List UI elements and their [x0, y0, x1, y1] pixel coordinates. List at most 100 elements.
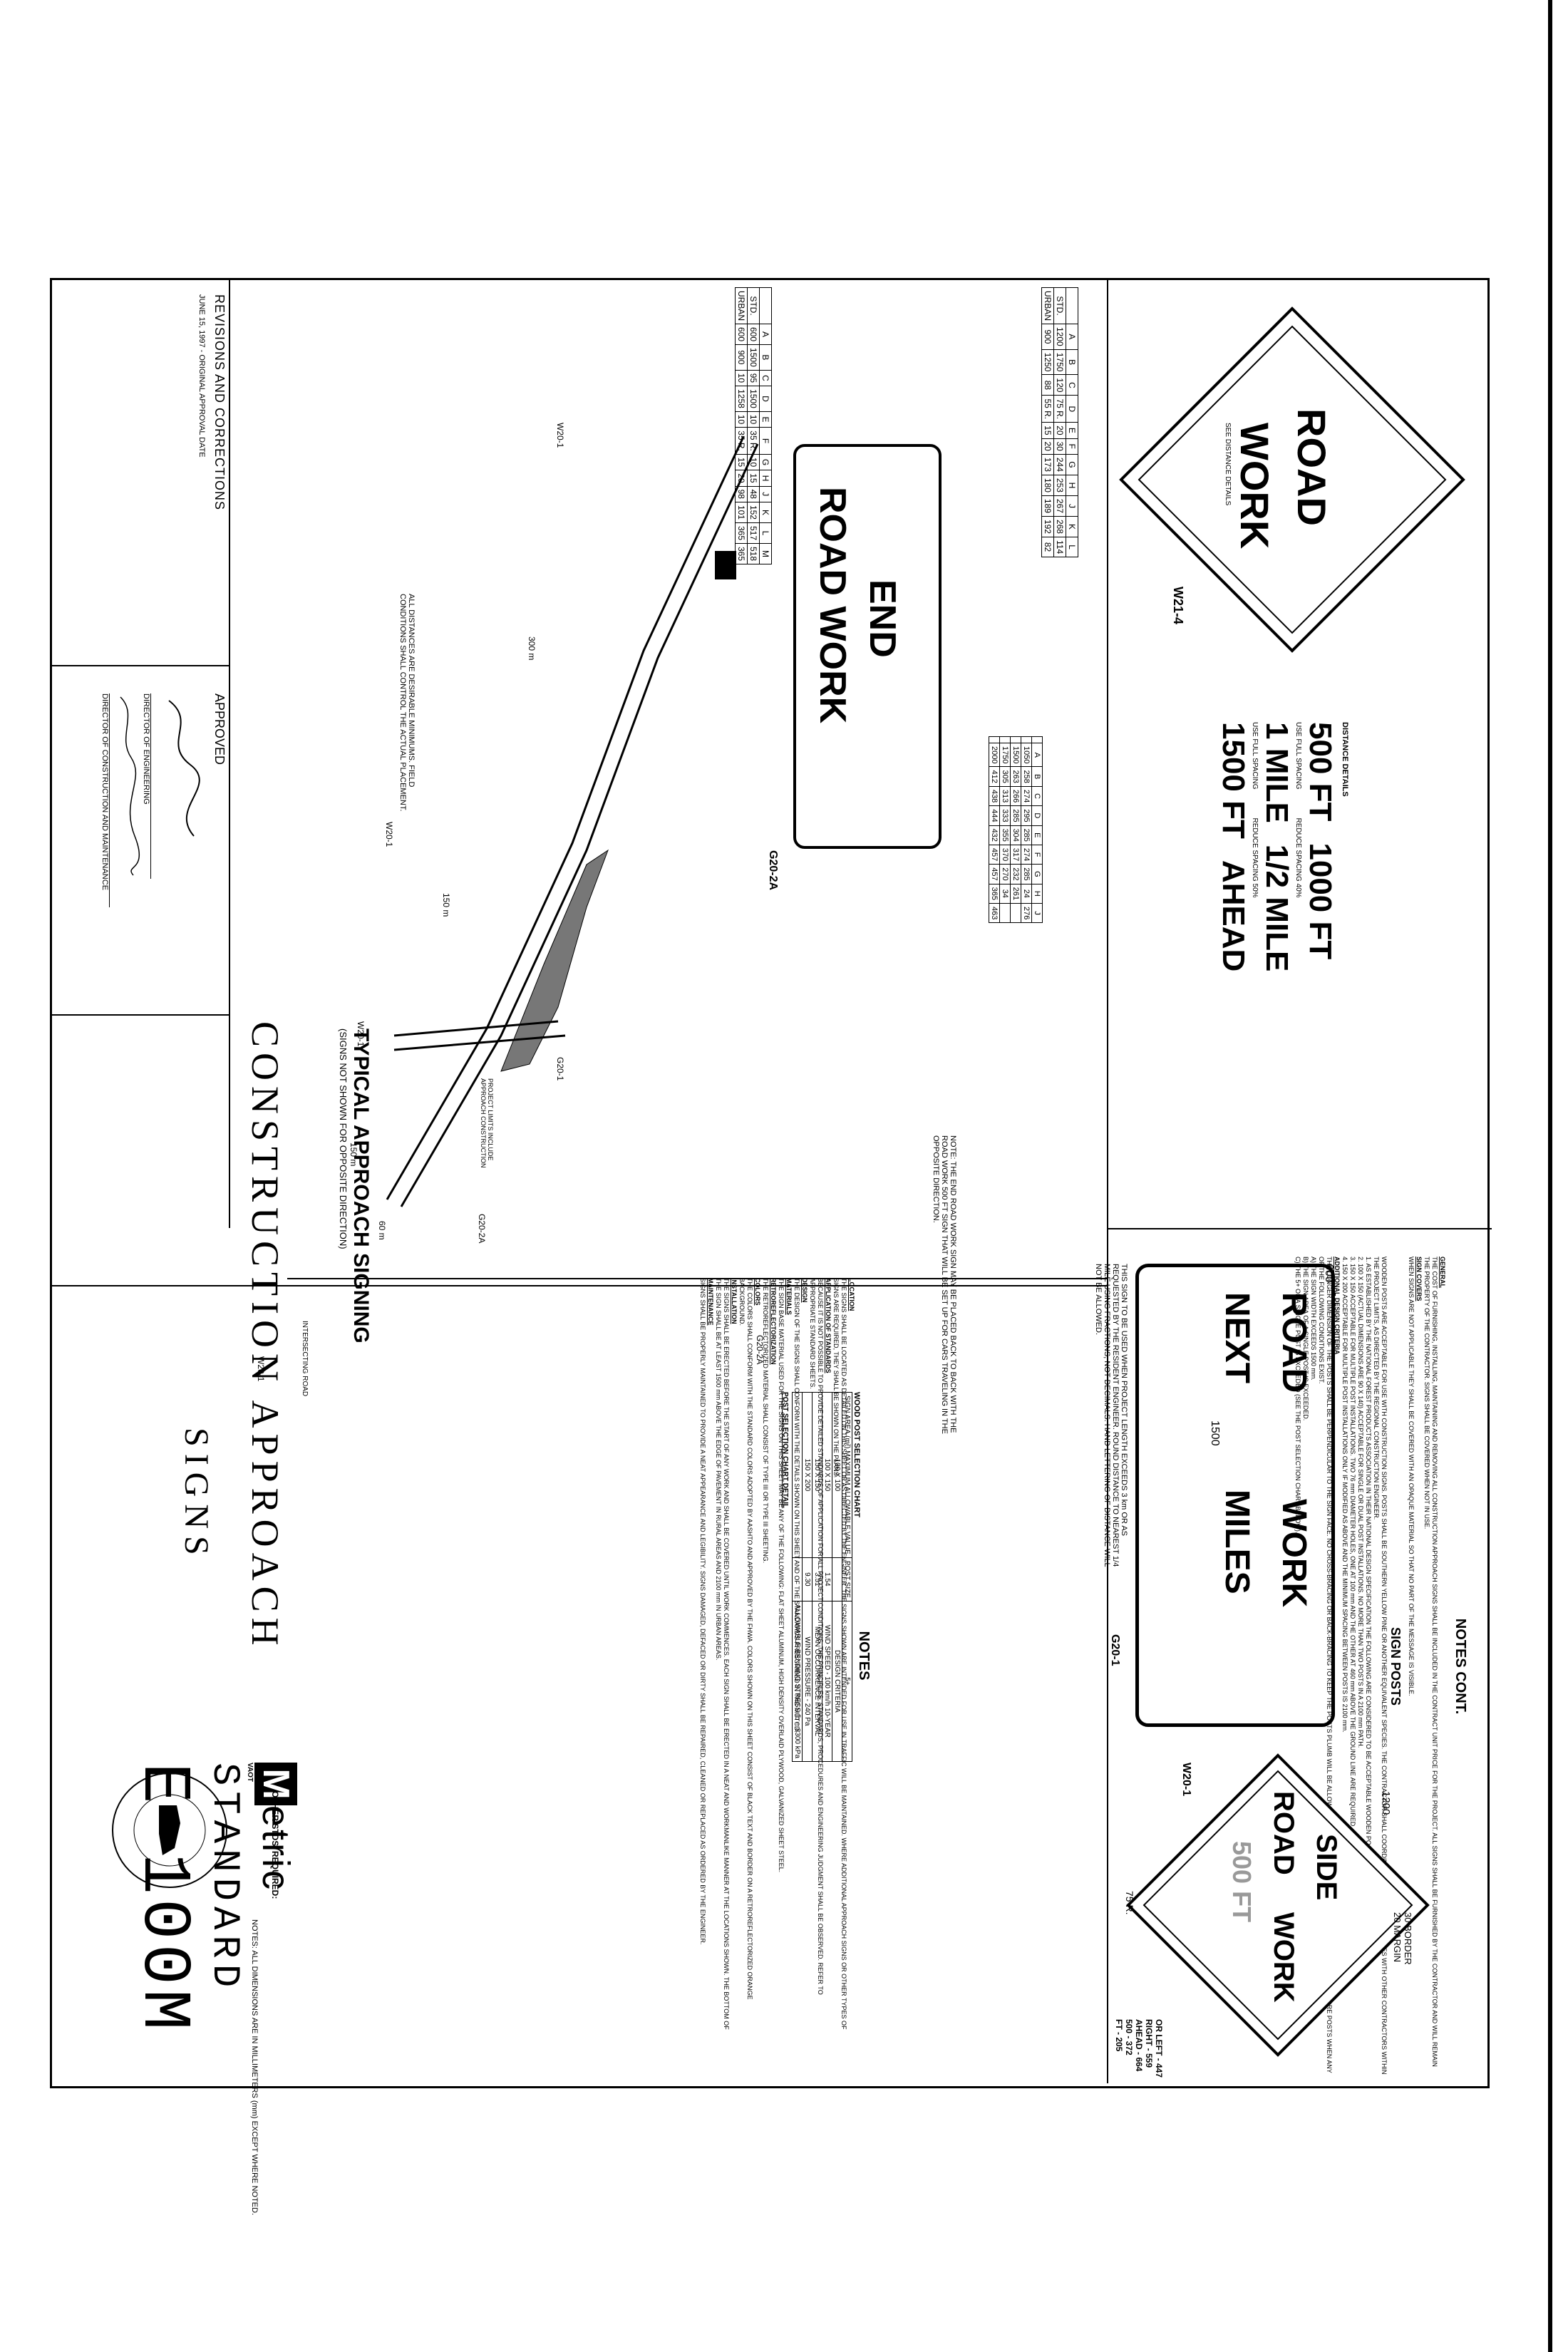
g20-th	[759, 287, 772, 324]
dist-cell: 432	[989, 825, 1000, 845]
sign-label-wrap-7: G20-2A	[755, 1335, 765, 1364]
revisions-box	[52, 280, 230, 1228]
approval-role-1: DIRECTOR OF ENGINEERING	[142, 693, 151, 879]
dist-300: 300 m	[527, 636, 537, 661]
dist-th: E	[1031, 825, 1043, 845]
approach-subtitle: (SIGNS NOT SHOWN FOR OPPOSITE DIRECTION)	[338, 1028, 349, 1249]
w21-cell: 1250	[1041, 349, 1054, 375]
signature-1-icon	[168, 700, 200, 837]
w21-cell: 15	[1041, 422, 1054, 438]
approach-diagram-icon	[386, 436, 759, 1207]
w20-1-line4: 500 FT	[1227, 1841, 1257, 1923]
dist-cell: 317	[1010, 845, 1021, 865]
dist-th: B	[1031, 766, 1043, 787]
approved-title: APPROVED	[212, 693, 227, 765]
w21-cell: 900	[1041, 324, 1054, 350]
dist-cell	[999, 736, 1011, 743]
reduce-50: REDUCE SPACING 50%	[1251, 817, 1259, 898]
g20-cell: 600	[735, 324, 748, 345]
w20-1-l3-wrap: WORK	[1267, 1912, 1299, 2003]
w21-4-detail: SEE DISTANCE DETAILS	[1224, 423, 1232, 506]
dist-cell: 285	[1010, 805, 1021, 826]
reduce-40: REDUCE SPACING 40%	[1294, 817, 1302, 898]
w21-cell: 88	[1041, 374, 1054, 396]
distance-e: 1500 FT	[1216, 722, 1251, 839]
w20-1-l4-wrap: 500 FT	[1227, 1841, 1257, 1922]
w21-th: G	[1066, 454, 1078, 475]
g20-2a-line1: END	[862, 579, 903, 658]
w20-1-label-4: W20-1	[256, 1356, 266, 1382]
dist-cell	[1010, 736, 1021, 743]
w20-1-border: 30 BORDER	[1403, 1912, 1413, 1965]
dist-300-wrap: 300 m	[527, 636, 537, 660]
g20-1-code: G20-1	[1109, 1634, 1121, 1666]
approach-title: TYPICAL APPROACH SIGNING	[349, 1028, 373, 1343]
dist-cell	[1021, 736, 1032, 743]
g20-1-row1: ROAD WORK	[1274, 1292, 1314, 1607]
dist-cell: 274	[1021, 786, 1032, 806]
g20-1-note-wrap: THIS SIGN TO BE USED WHEN PROJECT LENGTH…	[1094, 1264, 1128, 1577]
dist-cell: 2000	[989, 743, 1000, 767]
g20-cell: 95	[747, 370, 760, 386]
materials-text: THE SIGN BASE MATERIAL USED FOR THE SIGN…	[778, 1278, 785, 1873]
w21-th: B	[1066, 349, 1078, 375]
drawing-sheet: NOTES CONT. GENERAL THE COST OF FURNISHI…	[50, 278, 1492, 2215]
divider	[287, 1278, 1107, 1279]
w21-cell: 253	[1053, 475, 1066, 496]
w20-1-legend-2: RIGHT - 559	[1144, 2019, 1154, 2068]
units-note: NOTES: ALL DIMENSIONS ARE IN MILLIMETERS…	[250, 1919, 259, 2216]
w20-1-margin: 20 MARGIN	[1392, 1912, 1403, 1963]
w21-4-code: W21-4	[1171, 587, 1185, 625]
notes-cont-title: NOTES CONT.	[1453, 1618, 1468, 1715]
dist-th: A	[1031, 743, 1043, 767]
g20-2a-label-2: G20-2A	[755, 1335, 765, 1365]
dist-th	[1031, 736, 1043, 743]
distance-f: AHEAD	[1216, 860, 1251, 972]
divider	[1107, 1228, 1492, 1229]
distance-d: 1/2 MILE	[1259, 844, 1294, 972]
g20-1-dim-w: 1500	[1209, 1420, 1221, 1446]
opposite-note-wrap: NOTE: THE END ROAD WORK SIGN MAY BE PLAC…	[932, 1135, 957, 1449]
g20-1-line4: MILES	[1218, 1489, 1256, 1594]
dist-cell	[989, 736, 1000, 743]
w21-4-text: ROAD	[1289, 408, 1335, 526]
g20-cell: 10	[735, 370, 748, 386]
divider	[52, 665, 230, 666]
w21-th: C	[1066, 374, 1078, 396]
dist-cell: 1050	[1021, 743, 1032, 767]
sign-label-wrap-1: W20-1	[555, 423, 565, 448]
g20-cell: 1258	[735, 386, 748, 412]
w21-4-detail-wrap: SEE DISTANCE DETAILS	[1224, 423, 1232, 505]
distance-a: 500 FT	[1303, 722, 1338, 822]
project-limits: PROJECT LIMITS INCLUDE APPROACH CONSTRUC…	[480, 1078, 494, 1168]
approach-note-wrap: ALL DISTANCES ARE DESIRABLE MINIMUMS. FI…	[398, 594, 416, 829]
w21-cell: 120	[1053, 374, 1066, 396]
dist-cell	[999, 903, 1011, 923]
sheet-title-2: SIGNS	[177, 1428, 216, 1562]
g20-cell: 1500	[747, 386, 760, 412]
design-text: THE DESIGN OF THE SIGNS SHALL CONFORM WI…	[793, 1278, 800, 1733]
dist-cell: 263	[1010, 766, 1021, 787]
w20-1-l2-wrap: ROAD	[1267, 1791, 1299, 1875]
dist-cell: 232	[1010, 864, 1021, 884]
dist-60: 60 m	[377, 1221, 387, 1240]
w21-cell: STD.	[1053, 287, 1066, 324]
maint-heading: MAINTENANCE	[707, 1278, 714, 1326]
dist-cell: 412	[989, 766, 1000, 787]
w20-1-code: W20-1	[1180, 1763, 1192, 1797]
g20-1-label: G20-1	[555, 1057, 565, 1081]
intersecting-wrap: INTERSECTING ROAD	[301, 1321, 309, 1396]
sign-label-wrap-2: W20-1	[384, 822, 394, 847]
w20-1-label-2: W20-1	[384, 822, 394, 847]
dist-cell: 258	[1021, 766, 1032, 787]
sheet-title-line2: SIGNS	[177, 1428, 215, 1562]
sheet-title: CONSTRUCTION APPROACH	[243, 1021, 287, 1651]
w21-cell: 30	[1053, 438, 1066, 455]
g20-cell: 600	[747, 324, 760, 345]
install-text: THE SIGNS SHALL BE ERECTED BEFORE THE ST…	[715, 1278, 730, 2030]
w21-th: E	[1066, 422, 1078, 438]
w21-th: J	[1066, 495, 1078, 517]
g20-1-dimh-wrap: 600	[1322, 1264, 1335, 1283]
